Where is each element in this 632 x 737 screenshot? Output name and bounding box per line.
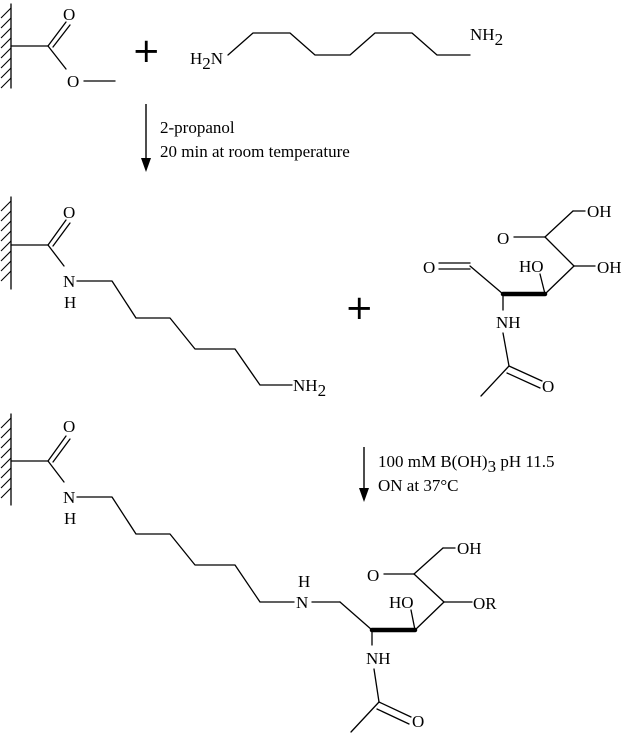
c4-hydroxyl: OH [597,258,622,277]
c4-alkoxy-or: OR [473,594,497,613]
surface-hatching [0,200,12,282]
product-c5-oxygen: O [367,566,379,585]
product-amide-nitrogen: N [63,488,75,507]
step2-condition-buffer: 100 mM B(OH)3 pH 11.5 [378,452,554,476]
secondary-amine-nitrogen: N [296,593,308,612]
n-acetylglucosamine: O OH HO O OH NH O [423,202,622,397]
c6-hydroxyl: OH [587,202,612,221]
ester-alkoxy-oxygen: O [67,72,79,91]
product-c6-hydroxyl: OH [457,539,482,558]
amine-right-label: NH2 [470,25,503,49]
product-amide-oxygen: O [63,417,75,436]
plus-sign-1: + [132,31,161,71]
surface-hatching [0,7,12,89]
step1-condition-time: 20 min at room temperature [160,142,350,161]
hexyl-chain-1 [227,32,471,56]
amine-left-label: H2N [190,49,223,73]
reaction-arrow-2 [359,447,369,502]
hexanediamine: H2N NH2 [190,25,503,73]
product-amide-bonds [10,435,71,483]
amide-oxygen: O [63,203,75,222]
surface-hatching [0,417,12,499]
step1-condition-solvent: 2-propanol [160,118,235,137]
secondary-amine-hydrogen: H [298,572,310,591]
product-c3-hydroxyl: HO [389,593,414,612]
hexyl-chain-2 [76,280,293,386]
acetamide-nh: NH [496,313,521,332]
amide-bonds [10,219,71,267]
step2-condition-time: ON at 37°C [378,476,458,495]
plus-sign-2: + [345,288,374,328]
hexyl-chain-3 [76,496,295,603]
product-acetamide-nh: NH [366,649,391,668]
product-amide-hydrogen: H [64,509,76,528]
acetyl-oxygen: O [542,377,554,396]
c5-oxygen: O [497,229,509,248]
amide-nitrogen: N [63,272,75,291]
aldehyde-oxygen: O [423,258,435,277]
c3-hydroxyl: HO [519,257,544,276]
product-acetyl-oxygen: O [412,712,424,731]
ester-carbonyl-oxygen: O [63,5,75,24]
ester-bonds [10,21,116,82]
surface-ester: O O [0,3,116,91]
surface-glycoconjugate: O N H H N OR HO O OH NH O [0,413,497,733]
reaction-arrow-1 [141,104,151,172]
surface-amide-amine: O N H NH2 [0,196,326,400]
terminal-amine-label: NH2 [293,376,326,400]
amide-hydrogen: H [64,293,76,312]
